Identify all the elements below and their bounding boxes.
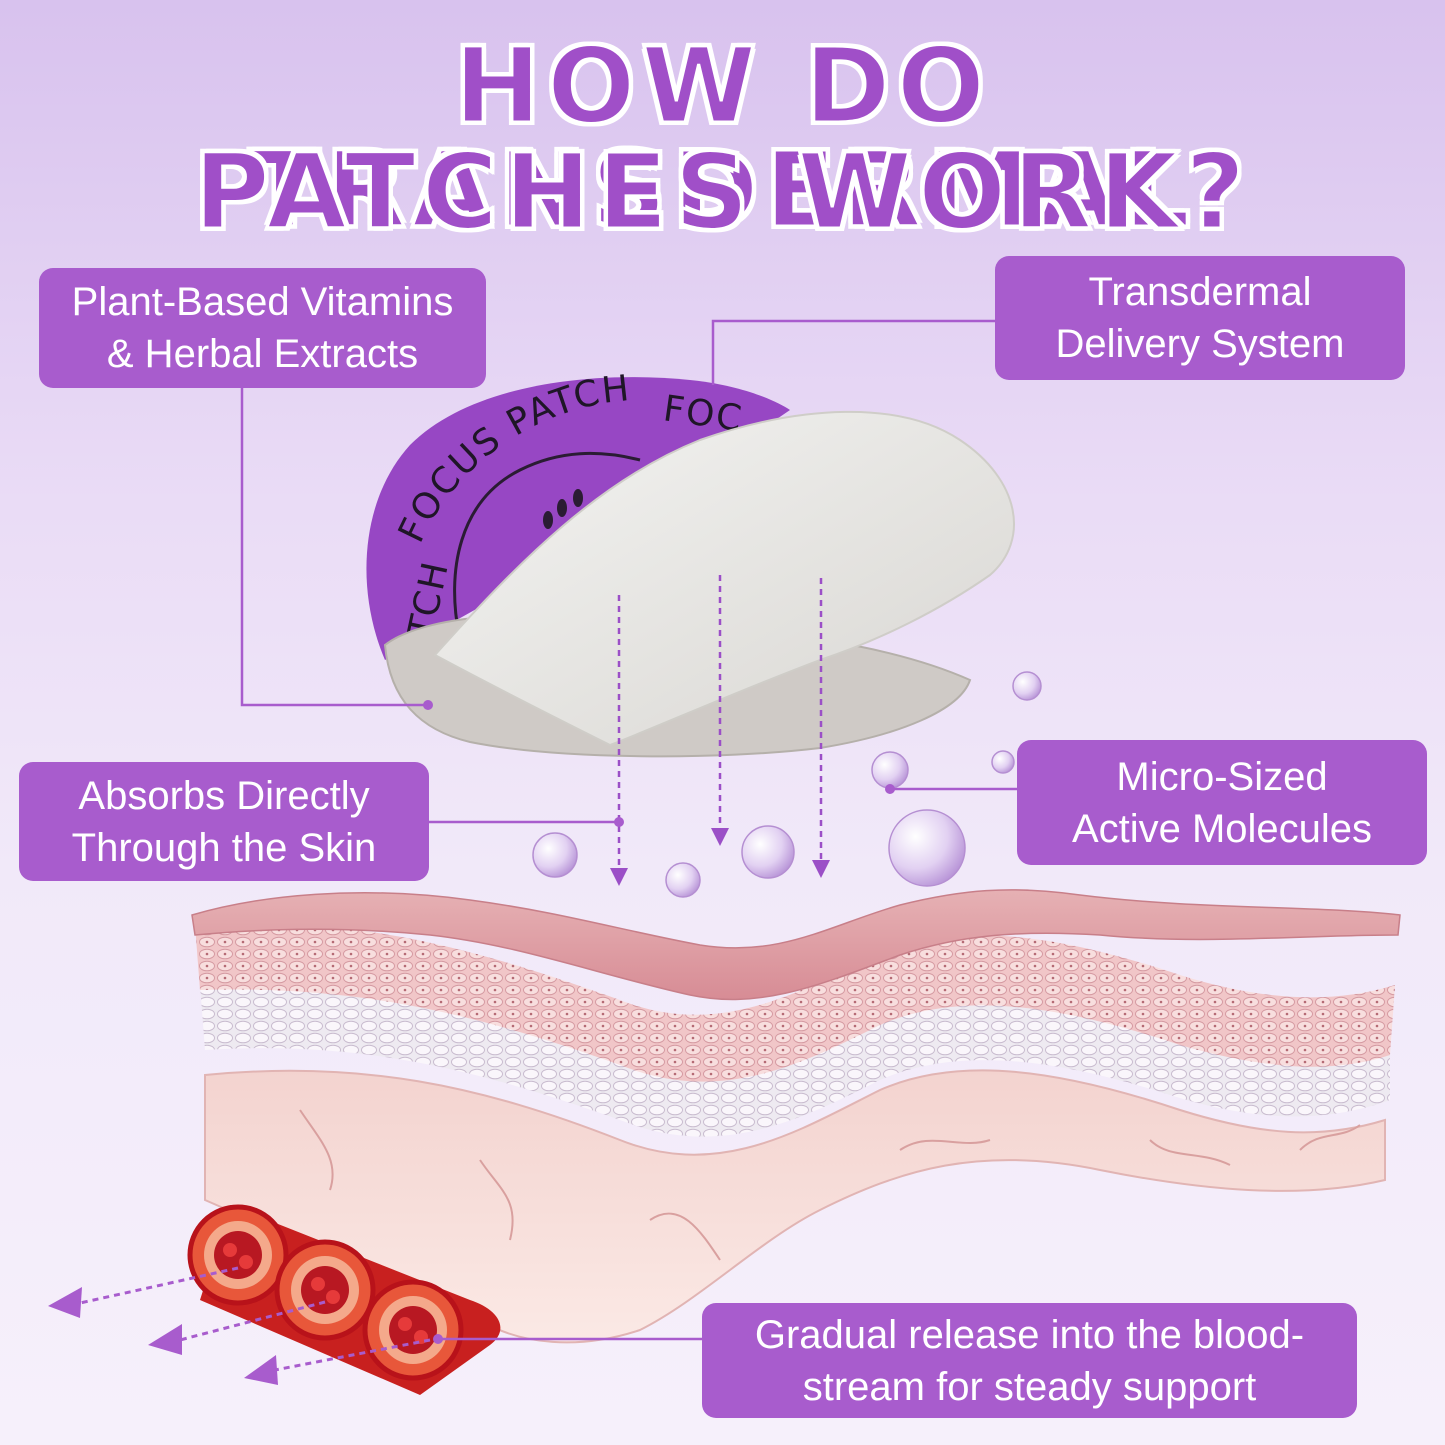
label-micro-sized-line2: Active Molecules	[1071, 806, 1373, 851]
label-plant-based-line2: & Herbal Extracts	[106, 332, 419, 376]
skin-cross-section	[191, 889, 1401, 1344]
vessel-1	[187, 1204, 289, 1306]
label-transdermal-delivery: Transdermal Delivery System	[995, 256, 1405, 380]
skin-cell-layer	[195, 923, 1395, 1082]
skin-top-layer	[191, 889, 1401, 1001]
vessel-2	[274, 1239, 376, 1341]
patch-logo-ring	[453, 451, 641, 641]
molecule-bubbles	[532, 671, 1042, 898]
patch-felt-top	[433, 410, 1015, 747]
label-gradual-release: Gradual release into the blood- stream f…	[702, 1303, 1357, 1418]
label-absorbs-line1: Absorbs Directly	[78, 773, 370, 818]
label-micro-sized-line1: Micro-Sized	[1116, 754, 1328, 799]
vessel-3	[362, 1279, 464, 1381]
label-transdermal-delivery-line2: Delivery System	[1055, 322, 1345, 366]
blood-vessels	[48, 1204, 501, 1395]
connector-lines	[240, 319, 1018, 1341]
label-micro-sized: Micro-Sized Active Molecules	[1017, 740, 1427, 865]
skin-dermis	[204, 1069, 1386, 1344]
outflow-arrows	[48, 1266, 431, 1385]
skin-capillaries	[299, 1109, 1361, 1261]
page-title-line1: HOW DO TRANSDERMAL	[247, 25, 1197, 251]
label-plant-based-line1: Plant-Based Vitamins	[71, 280, 454, 324]
label-transdermal-delivery-line1: Transdermal	[1088, 270, 1312, 314]
label-absorbs-line2: Through the Skin	[71, 825, 377, 870]
connector-dots	[423, 700, 895, 1344]
page-title-line2: PATCHES WORK?	[192, 131, 1252, 253]
absorption-arrows	[610, 575, 830, 886]
label-gradual-release-line1: Gradual release into the blood-	[754, 1312, 1305, 1357]
patch-illustration: FOCUS PATCH FOC TCH	[366, 368, 1015, 758]
label-plant-based: Plant-Based Vitamins & Herbal Extracts	[39, 268, 486, 388]
label-gradual-release-line2: stream for steady support	[802, 1364, 1257, 1409]
label-absorbs: Absorbs Directly Through the Skin	[19, 762, 429, 881]
leaf-icon	[543, 489, 583, 529]
